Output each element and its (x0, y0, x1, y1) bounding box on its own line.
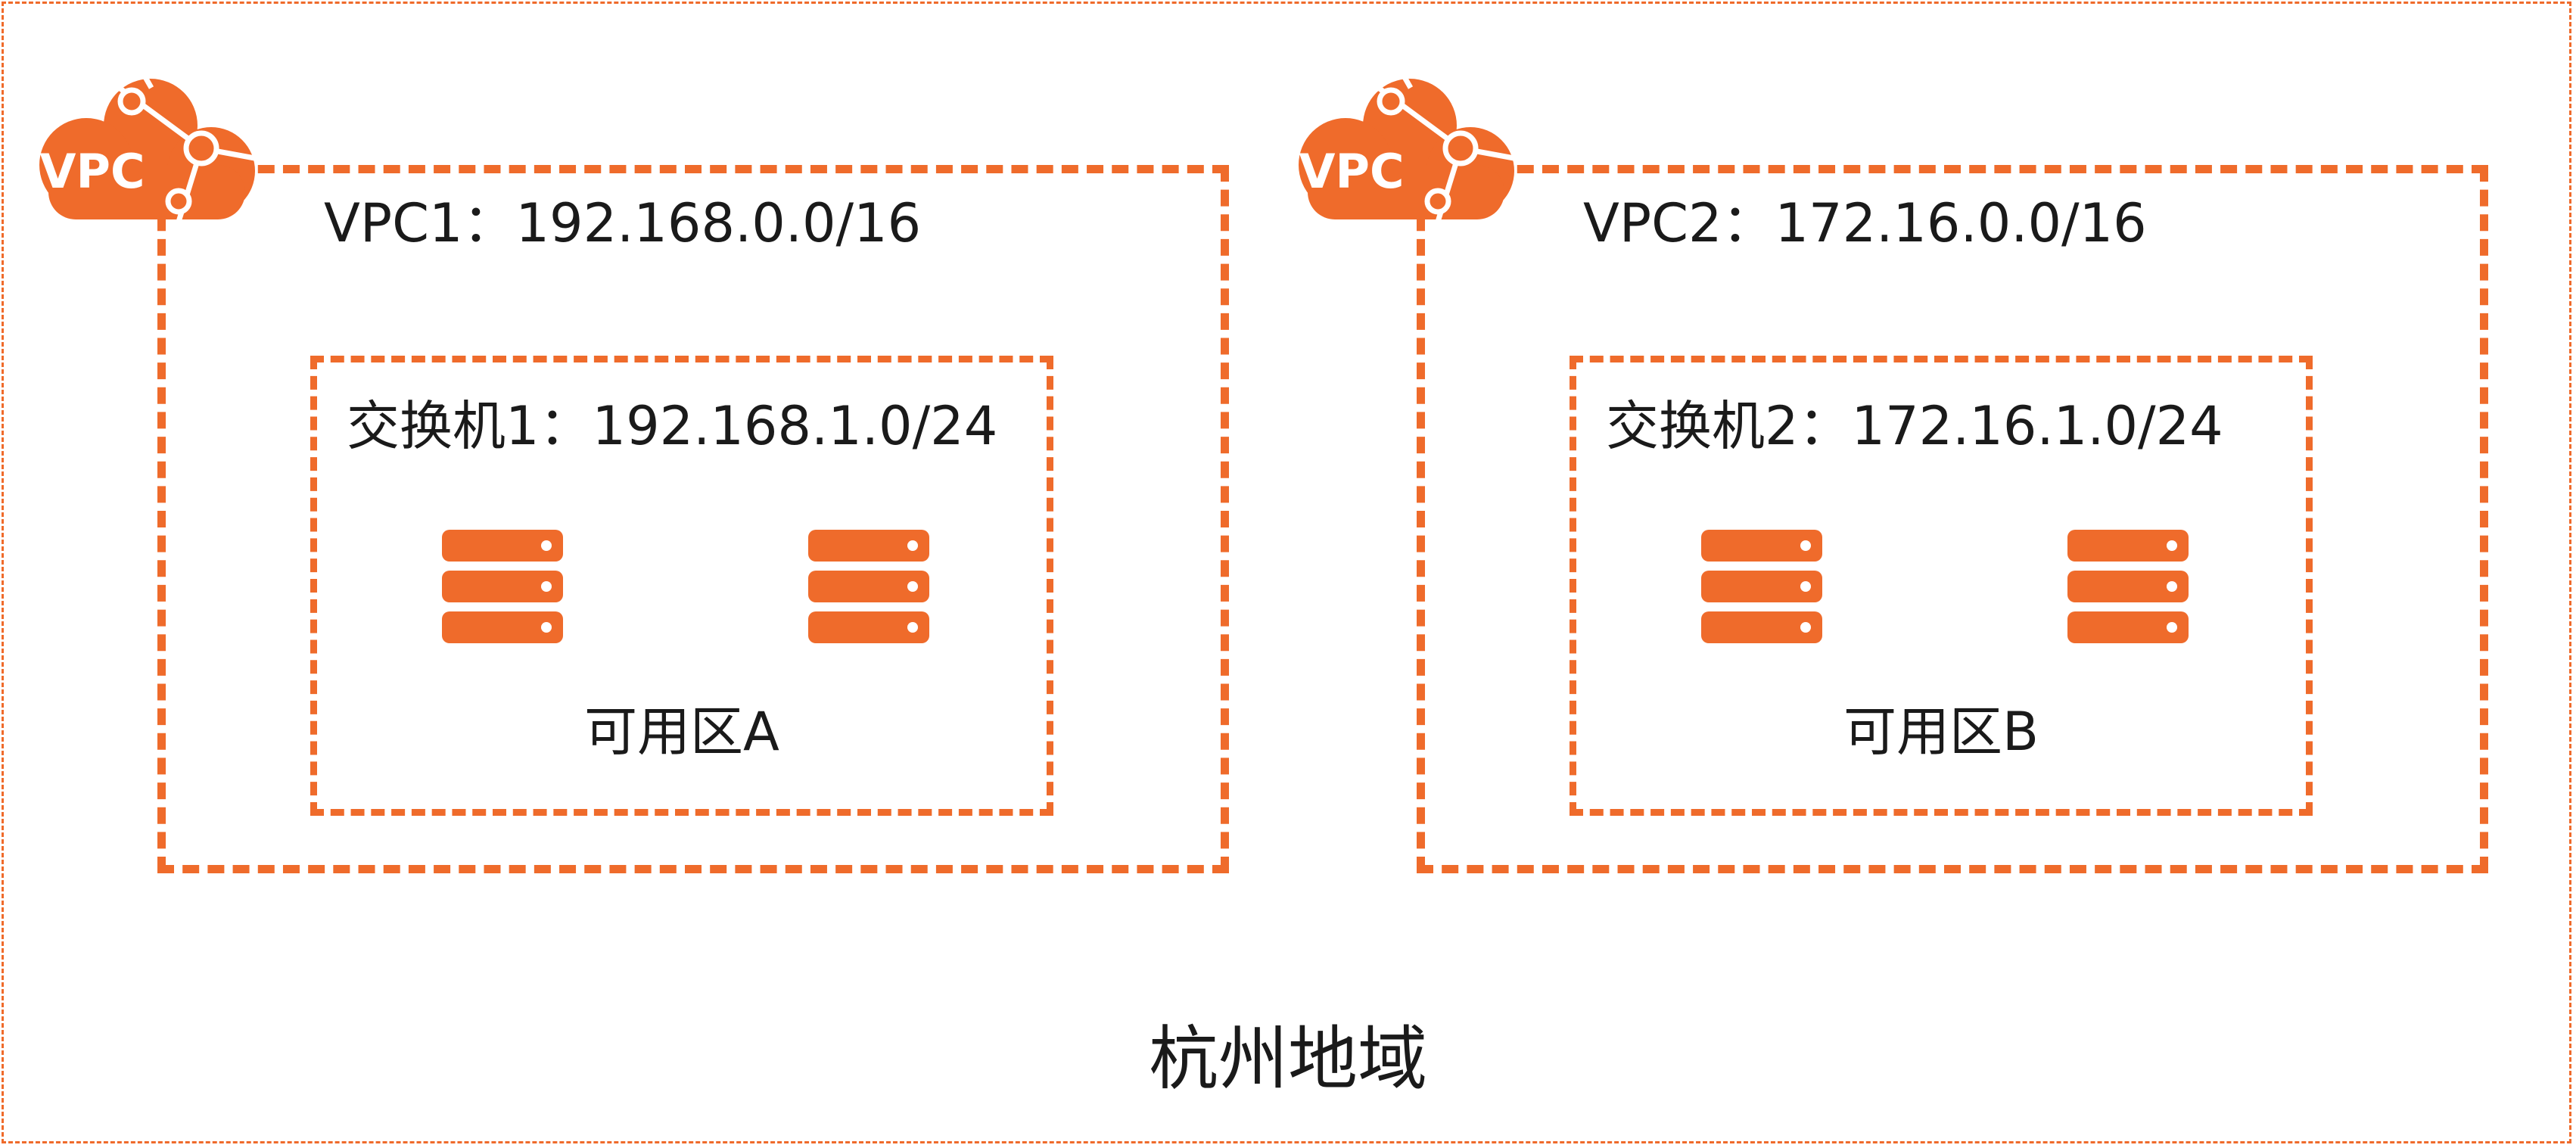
zone-a-label: 可用区A (584, 701, 779, 763)
region-label: 杭州地域 (1148, 1019, 1427, 1100)
vpc1-icon-label: VPC (40, 144, 145, 199)
vpc-cloud-icon: VPC (39, 65, 260, 226)
vpc2-title: VPC2：172.16.0.0/16 (1583, 192, 2147, 254)
zone-b-label: 可用区B (1843, 701, 2039, 763)
vpc-cloud-icon: VPC (1299, 65, 1519, 226)
server-icon (808, 530, 929, 643)
vswitch1-title: 交换机1：192.168.1.0/24 (347, 395, 998, 457)
vpc2-icon-label: VPC (1299, 144, 1405, 199)
vpc1-title: VPC1：192.168.0.0/16 (324, 192, 922, 254)
vpc1-box (157, 165, 1229, 873)
server-icon (2067, 530, 2189, 643)
server-icon (442, 530, 563, 643)
server-icon (1701, 530, 1822, 643)
vswitch2-title: 交换机2：172.16.1.0/24 (1606, 395, 2223, 457)
vswitch1-box (310, 356, 1053, 816)
vpc2-box (1417, 165, 2488, 873)
vswitch2-box (1570, 356, 2313, 816)
